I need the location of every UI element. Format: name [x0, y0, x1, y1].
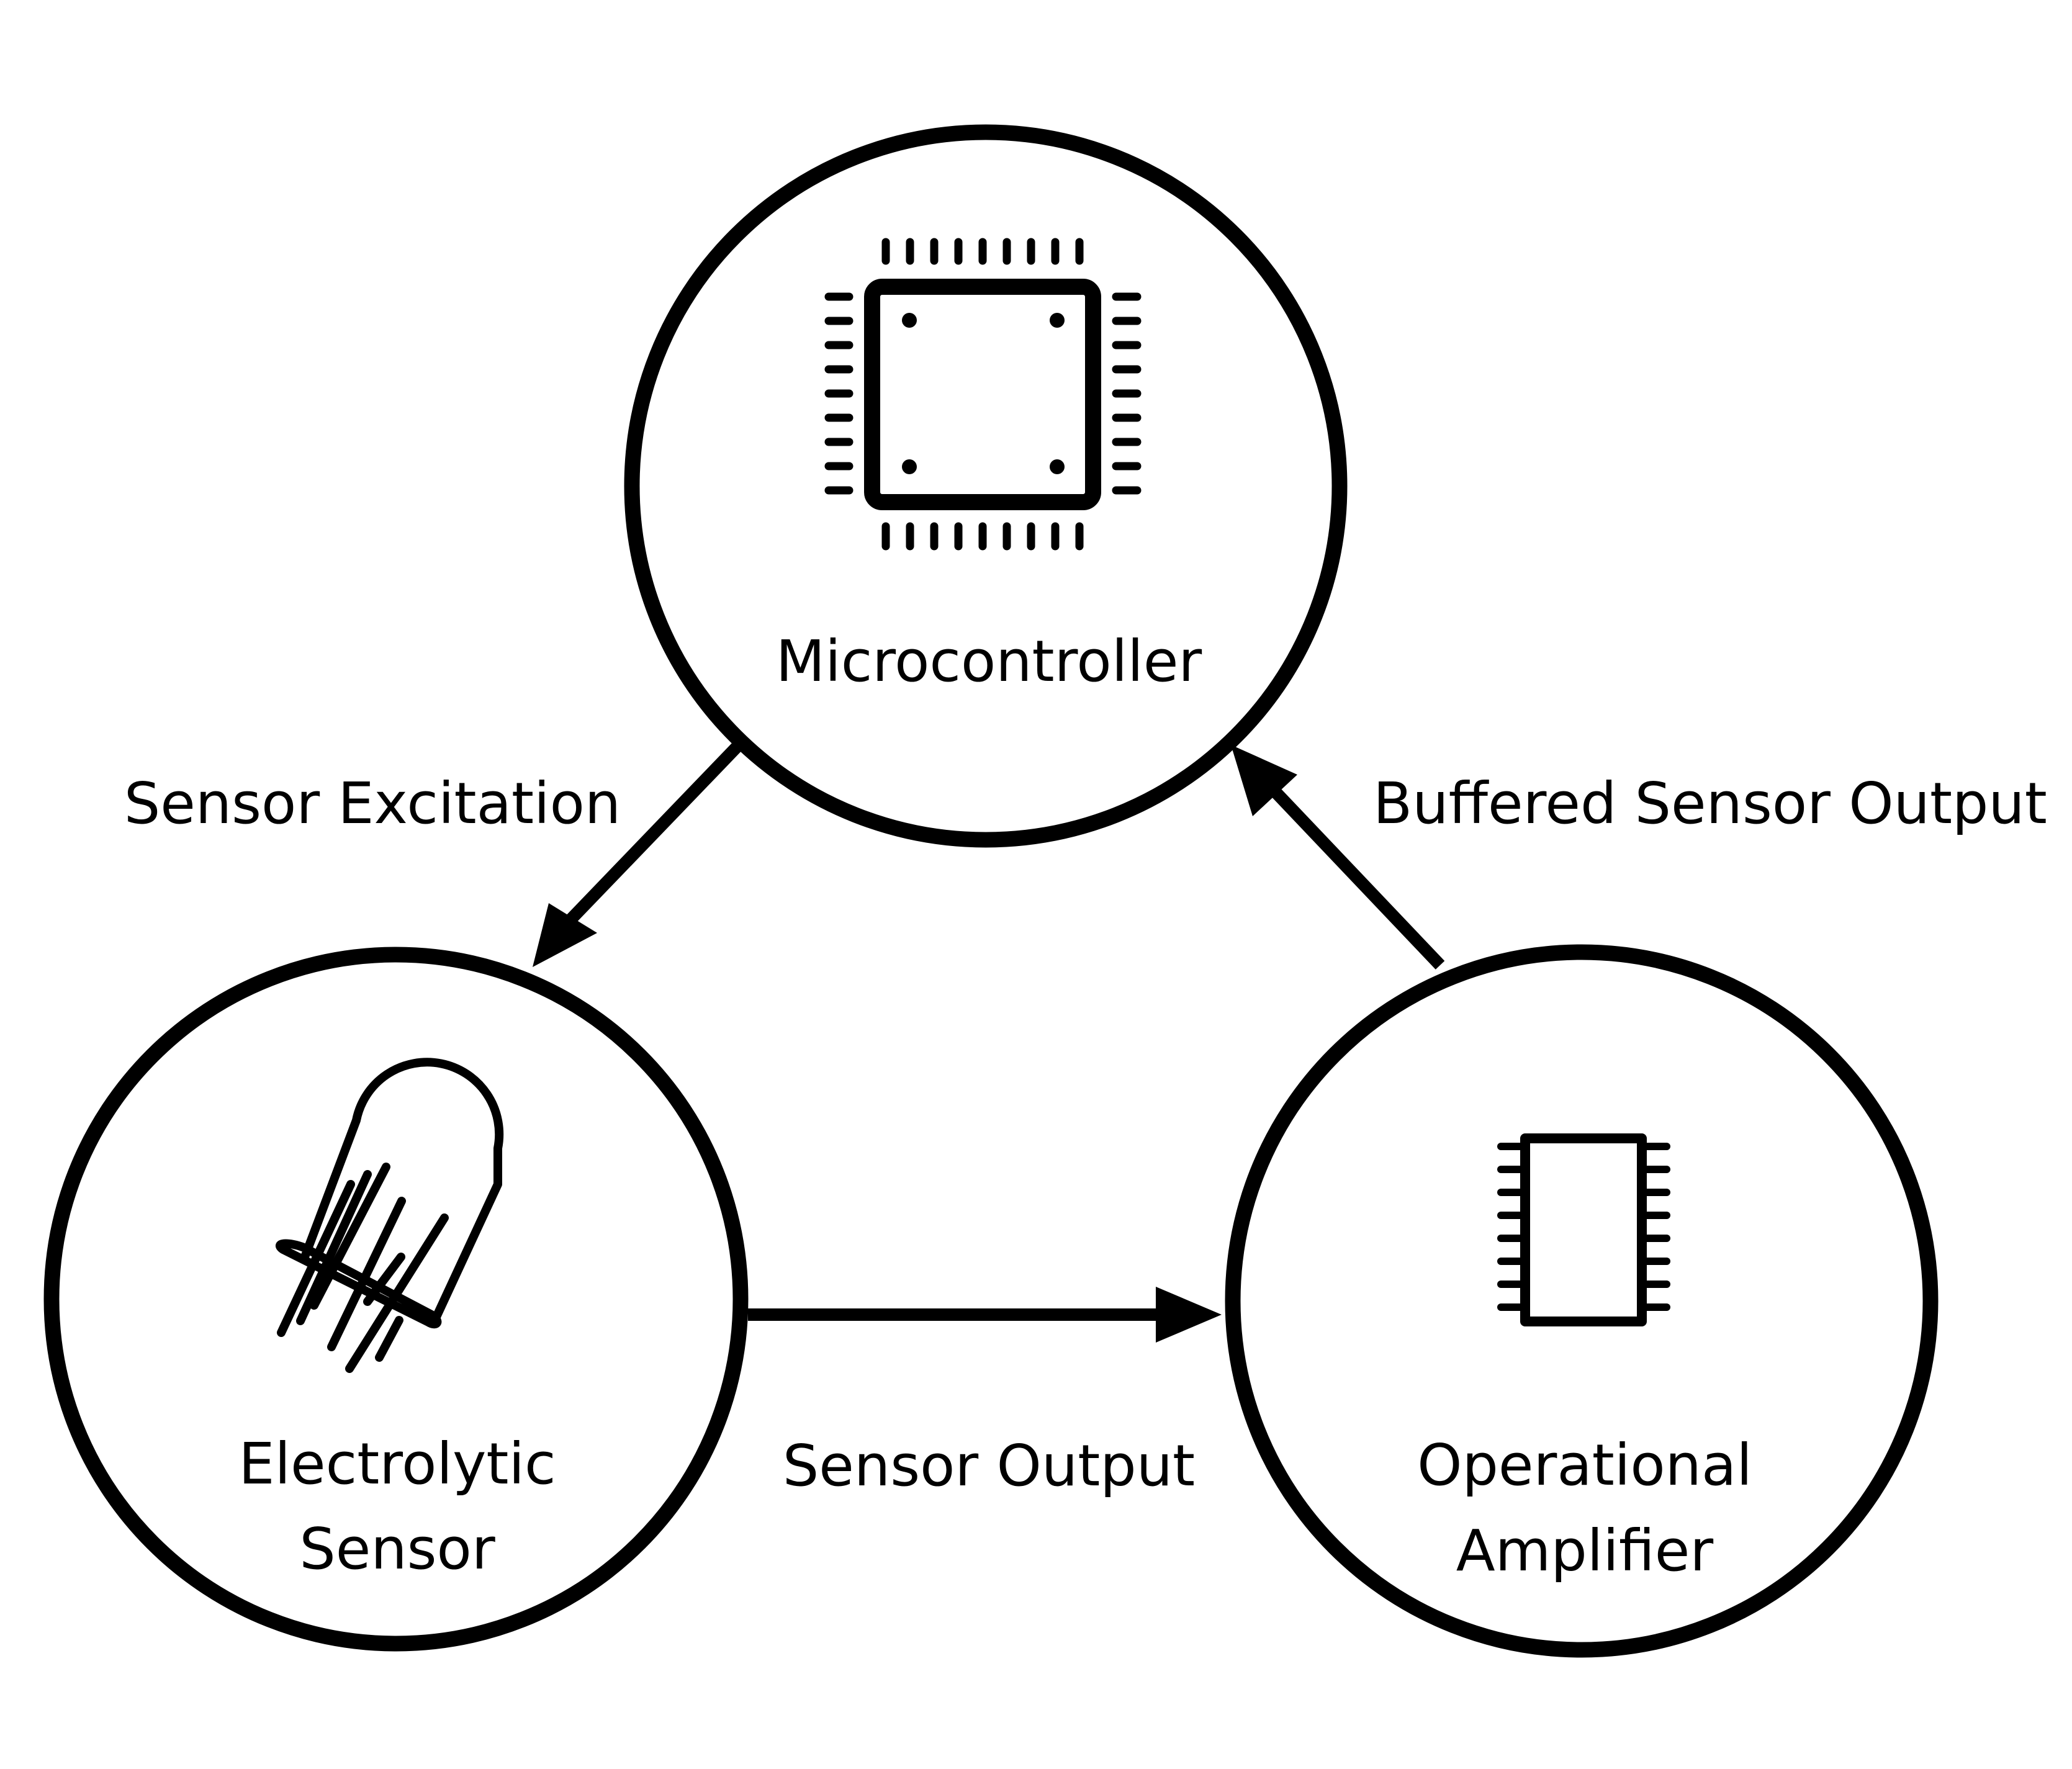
- buffered-sensor-output-label: Buffered Sensor Output: [1373, 770, 2047, 837]
- edge-sensor-output: [748, 1287, 1222, 1343]
- ic-chip-icon: [1497, 1133, 1670, 1326]
- microcontroller-chip-icon: [824, 238, 1142, 551]
- sensor-output-label: Sensor Output: [783, 1433, 1195, 1499]
- sensor-excitation-label: Sensor Excitation: [124, 770, 621, 837]
- microcontroller-circle: [624, 124, 1348, 848]
- electrolytic-sensor-label-line1: Electrolytic: [238, 1431, 556, 1497]
- edge-sensor-excitation: [533, 737, 747, 967]
- operational-amplifier-label-line2: Amplifier: [1456, 1518, 1714, 1584]
- buffered-output-arrow-line: [1269, 786, 1445, 970]
- node-electrolytic-sensor: Electrolytic Sensor: [43, 947, 749, 1652]
- operational-amplifier-circle: [1225, 944, 1939, 1658]
- sensor-output-arrowhead: [1156, 1287, 1222, 1343]
- sensor-excitation-arrowhead: [533, 903, 597, 967]
- buffered-output-arrowhead: [1231, 745, 1297, 816]
- electrolytic-sensor-icon: [275, 1058, 504, 1373]
- operational-amplifier-label-line1: Operational: [1417, 1432, 1752, 1498]
- node-operational-amplifier: Operational Amplifier: [1225, 944, 1939, 1658]
- microcontroller-label: Microcontroller: [776, 628, 1202, 695]
- node-microcontroller: Microcontroller: [624, 124, 1348, 848]
- edge-buffered-sensor-output: [1231, 745, 1445, 970]
- electrolytic-sensor-label-line2: Sensor: [299, 1516, 495, 1582]
- sensor-excitation-arrow-line: [563, 737, 747, 927]
